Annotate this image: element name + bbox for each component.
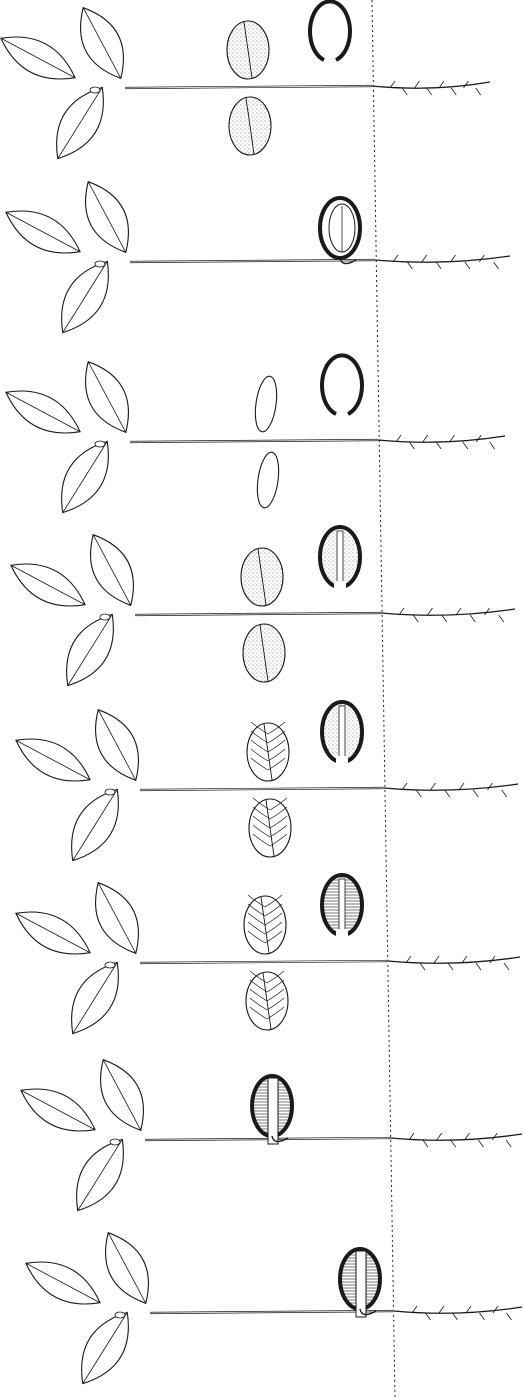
seedling-stage-4 — [3, 526, 515, 695]
cotyledon-lower — [246, 971, 288, 1030]
leaf — [47, 432, 122, 522]
leaf — [3, 551, 92, 619]
leaf — [8, 899, 97, 967]
root — [381, 608, 515, 622]
leaf — [62, 1130, 137, 1220]
root — [388, 956, 520, 970]
bud — [90, 87, 100, 93]
bud — [95, 261, 105, 267]
bud — [105, 789, 115, 795]
seed-coat-with-cotyledons — [340, 1249, 380, 1317]
seedling-stage-1 — [0, 0, 490, 168]
root — [391, 1133, 522, 1147]
leaf — [52, 605, 127, 695]
leaf — [42, 78, 117, 168]
leaf — [87, 1051, 156, 1139]
bud — [115, 1312, 125, 1318]
cotyledon-upper — [227, 21, 269, 79]
seed-coat — [322, 702, 362, 766]
leaf — [47, 252, 122, 342]
bud — [105, 962, 115, 968]
leaf — [57, 780, 132, 870]
leaf — [82, 874, 151, 962]
root — [372, 81, 490, 95]
bud — [110, 1139, 120, 1145]
seedling-stage-5 — [8, 701, 518, 870]
leaf — [72, 353, 141, 441]
leaf — [92, 1224, 161, 1312]
cotyledon-upper — [244, 895, 286, 954]
cotyledon-lower — [249, 798, 291, 857]
leaf — [18, 1249, 107, 1317]
root — [384, 783, 518, 797]
leaf — [67, 0, 136, 87]
seedling-stage-8 — [18, 1224, 522, 1393]
leaf — [13, 1076, 102, 1144]
ground-line — [372, 0, 395, 1399]
seedling-stage-2 — [0, 173, 510, 342]
leaf — [0, 198, 88, 266]
leaf — [57, 953, 132, 1043]
cotyledon-lower — [243, 624, 285, 682]
seedling-stage-6 — [8, 874, 520, 1043]
seedling-stage-3 — [0, 353, 505, 522]
seedling-stage-7 — [13, 1051, 522, 1220]
seed-coat — [322, 355, 362, 414]
cotyledon-upper — [252, 375, 280, 433]
seed-coat-with-cotyledons — [320, 198, 360, 258]
root — [375, 255, 510, 269]
root — [394, 1306, 522, 1320]
seed-coat — [320, 527, 360, 591]
seed-coat-with-cotyledons — [252, 1076, 292, 1144]
leaf — [0, 378, 88, 446]
cotyledon-lower — [254, 451, 282, 509]
leaf — [72, 173, 141, 261]
cotyledon-upper — [241, 548, 283, 606]
cotyledon-upper — [247, 722, 289, 781]
leaf — [67, 1303, 142, 1393]
bud — [100, 614, 110, 620]
leaf — [77, 526, 146, 614]
seed-coat — [322, 875, 362, 939]
cotyledon-lower — [229, 97, 271, 155]
leaf — [0, 24, 83, 92]
seed-coat — [310, 1, 350, 60]
bud — [95, 441, 105, 447]
leaf — [8, 726, 97, 794]
root — [378, 435, 505, 449]
leaf — [82, 701, 151, 789]
